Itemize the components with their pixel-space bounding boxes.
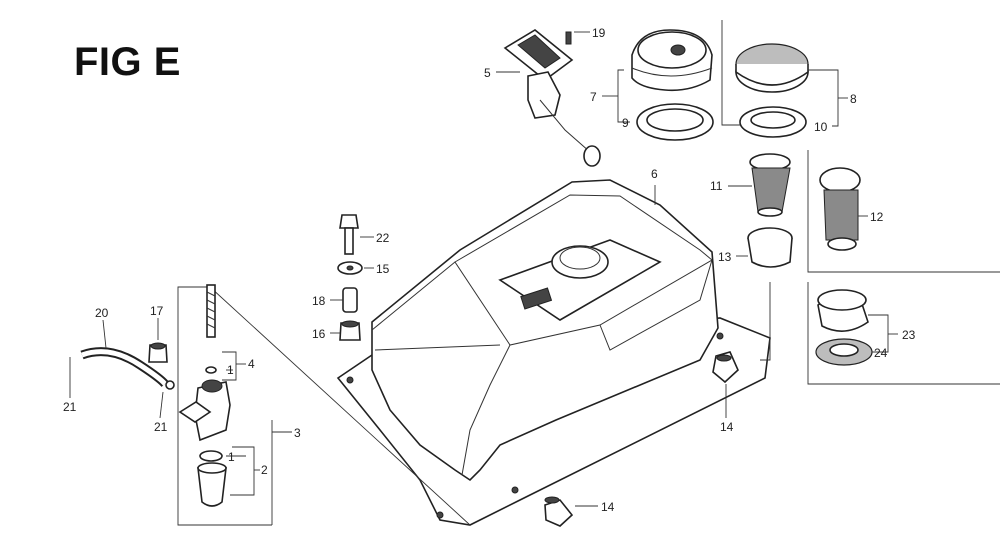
callout-c4: 4 xyxy=(248,357,255,371)
callout-c24: 24 xyxy=(874,346,888,360)
figure-title: FIG E xyxy=(74,40,181,84)
fuel-tube-assembly xyxy=(69,318,175,419)
tank-mount-dampers xyxy=(544,351,739,527)
callout-c15: 15 xyxy=(376,262,390,276)
callout-c13: 13 xyxy=(718,250,732,264)
callout-c6: 6 xyxy=(651,167,658,181)
auxiliary-cap xyxy=(807,282,1000,385)
callout-c14a: 14 xyxy=(720,420,734,434)
callout-c8: 8 xyxy=(850,92,857,106)
fuel-strainer xyxy=(728,153,791,217)
callout-c9: 9 xyxy=(622,116,629,130)
mounting-hardware xyxy=(330,214,374,341)
fuel-tank xyxy=(336,179,771,526)
callout-c12: 12 xyxy=(870,210,884,224)
callout-c5: 5 xyxy=(484,66,491,80)
callout-c21a: 21 xyxy=(63,400,77,414)
callout-c20: 20 xyxy=(95,306,109,320)
callout-c7: 7 xyxy=(590,90,597,104)
callout-c1b: 1 xyxy=(228,450,235,464)
strainer-ring xyxy=(736,227,793,361)
callout-c21b: 21 xyxy=(154,420,168,434)
fuel-valve-assembly xyxy=(177,284,471,526)
fuel-strainer-alt xyxy=(807,150,1000,273)
callout-c10: 10 xyxy=(814,120,828,134)
callout-c3: 3 xyxy=(294,426,301,440)
callout-c2: 2 xyxy=(261,463,268,477)
callout-c22: 22 xyxy=(376,231,390,245)
callout-c1a: 1 xyxy=(227,363,234,377)
callout-c23: 23 xyxy=(902,328,916,342)
callout-c17: 17 xyxy=(150,304,164,318)
callout-c18: 18 xyxy=(312,294,326,308)
callout-c16: 16 xyxy=(312,327,326,341)
callout-c19: 19 xyxy=(592,26,606,40)
fuel-gauge-assembly xyxy=(496,29,601,167)
callout-c14b: 14 xyxy=(601,500,615,514)
callout-c11: 11 xyxy=(710,179,723,193)
fuel-filler-cap xyxy=(602,29,714,141)
tank-cap-right xyxy=(735,43,848,138)
